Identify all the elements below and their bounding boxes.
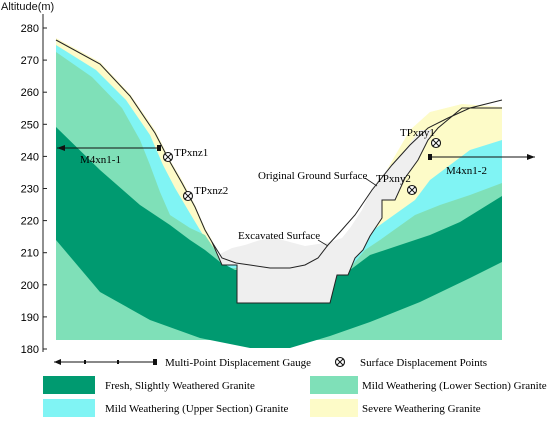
leader-excavated xyxy=(317,239,329,247)
point-marker-tpxnz1 xyxy=(162,151,174,163)
legend-swatch-mild-lower xyxy=(310,376,358,394)
y-tick-label: 190 xyxy=(21,312,39,324)
y-tick-label: 210 xyxy=(21,248,39,260)
gauge-right-anchor xyxy=(428,154,432,160)
gauge-left-arrow xyxy=(57,145,65,151)
legend-severe-label: Severe Weathering Granite xyxy=(362,403,481,415)
legend-surface-point-label: Surface Displacement Points xyxy=(360,357,487,369)
point-marker-tpxny2 xyxy=(406,184,418,196)
label-gauge-right: M4xn1-2 xyxy=(446,165,487,177)
layer-fresh-granite xyxy=(56,127,502,348)
gauge-left-anchor xyxy=(157,145,161,151)
label-tpxny1: TPxny1 xyxy=(400,127,435,139)
label-tpxnz2: TPxnz2 xyxy=(194,185,228,197)
excavated-surface-line xyxy=(55,39,502,304)
y-axis-title: Altitude(m) xyxy=(1,1,55,13)
label-gauge-left: M4xn1-1 xyxy=(80,154,121,166)
legend-mild-upper-label: Mild Weathering (Upper Section) Granite xyxy=(105,403,289,415)
y-tick-label: 260 xyxy=(21,87,39,99)
y-tick-label: 240 xyxy=(21,151,39,163)
label-tpxnz1: TPxnz1 xyxy=(174,147,208,159)
y-tick-label: 200 xyxy=(21,280,39,292)
y-tick-label: 250 xyxy=(21,119,39,131)
label-tpxny2: TPxny2 xyxy=(376,173,411,185)
gauge-m4xn1-1 xyxy=(57,145,161,151)
point-marker-tpxny1 xyxy=(430,137,442,149)
label-excavated: Excavated Surface xyxy=(238,230,320,242)
leader-original-ground xyxy=(364,177,378,187)
legend-swatch-fresh xyxy=(43,376,95,394)
legend-swatch-mild-upper xyxy=(43,399,95,417)
y-tick-label: 280 xyxy=(21,23,39,35)
y-axis-ticks: 280 270 260 250 240 230 220 210 200 190 180 xyxy=(21,23,47,356)
legend-mild-lower-label: Mild Weathering (Lower Section) Granite xyxy=(362,380,547,392)
y-tick-label: 180 xyxy=(21,344,39,356)
original-ground-line xyxy=(211,99,503,269)
legend: Multi-Point Displacement Gauge Surface D… xyxy=(43,356,547,417)
y-tick-label: 270 xyxy=(21,55,39,67)
gauge-m4xn1-2 xyxy=(428,154,535,160)
legend-swatch-severe xyxy=(310,399,358,417)
point-marker-tpxnz2 xyxy=(182,190,194,202)
label-original-ground: Original Ground Surface xyxy=(258,170,367,182)
y-tick-label: 230 xyxy=(21,184,39,196)
legend-gauge-label: Multi-Point Displacement Gauge xyxy=(165,357,311,369)
legend-fresh-label: Fresh, Slightly Weathered Granite xyxy=(105,380,255,392)
gauge-right-arrow xyxy=(527,154,535,160)
y-tick-label: 220 xyxy=(21,216,39,228)
legend-gauge-symbol xyxy=(54,359,157,365)
legend-surface-point-symbol xyxy=(334,356,346,368)
excavated-region xyxy=(218,130,432,303)
